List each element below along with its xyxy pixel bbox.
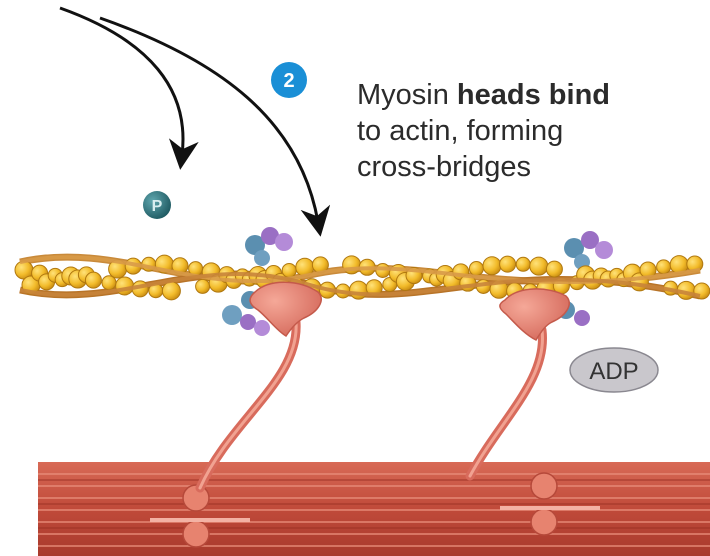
actin-bead [469, 262, 483, 276]
caption-line-1: Myosin heads bind [357, 79, 610, 111]
phosphate-molecule: P [143, 191, 171, 219]
adp-label: ADP [589, 358, 638, 385]
thin-filament-actin [15, 255, 710, 300]
actin-bead [85, 272, 101, 288]
actin-bead [483, 257, 501, 275]
myosin-neck-right [470, 330, 543, 476]
step-number: 2 [283, 70, 294, 92]
actin-bead [162, 282, 180, 300]
phosphate-label: P [152, 198, 163, 215]
thick-filament [38, 462, 710, 556]
myosin-hinge-left-bottom [183, 521, 209, 547]
actin-bead [546, 261, 562, 277]
myosin-hinge-right-top [531, 473, 557, 499]
actin-bead [102, 276, 116, 290]
incoming-arrows [60, 8, 318, 222]
caption-line-3: cross-bridges [357, 151, 531, 183]
actin-bead [530, 257, 548, 275]
arrow-to-phosphate [60, 8, 183, 155]
actin-bead [350, 281, 368, 299]
actin-bead [500, 256, 516, 272]
actin-bead [657, 260, 671, 274]
caption-line-2: to actin, forming [357, 115, 563, 147]
myosin-head-right [500, 289, 569, 340]
step-caption: Myosin heads bind to actin, forming cros… [357, 79, 610, 183]
arrow-to-actin [100, 18, 318, 222]
actin-bead [196, 279, 210, 293]
actin-bead [282, 263, 296, 277]
myosin-hinge-right-bottom [531, 509, 557, 535]
actin-bead [516, 257, 530, 271]
actin-bead [116, 277, 134, 295]
adp-molecule: ADP [570, 348, 658, 392]
step-badge: 2 [271, 62, 307, 98]
